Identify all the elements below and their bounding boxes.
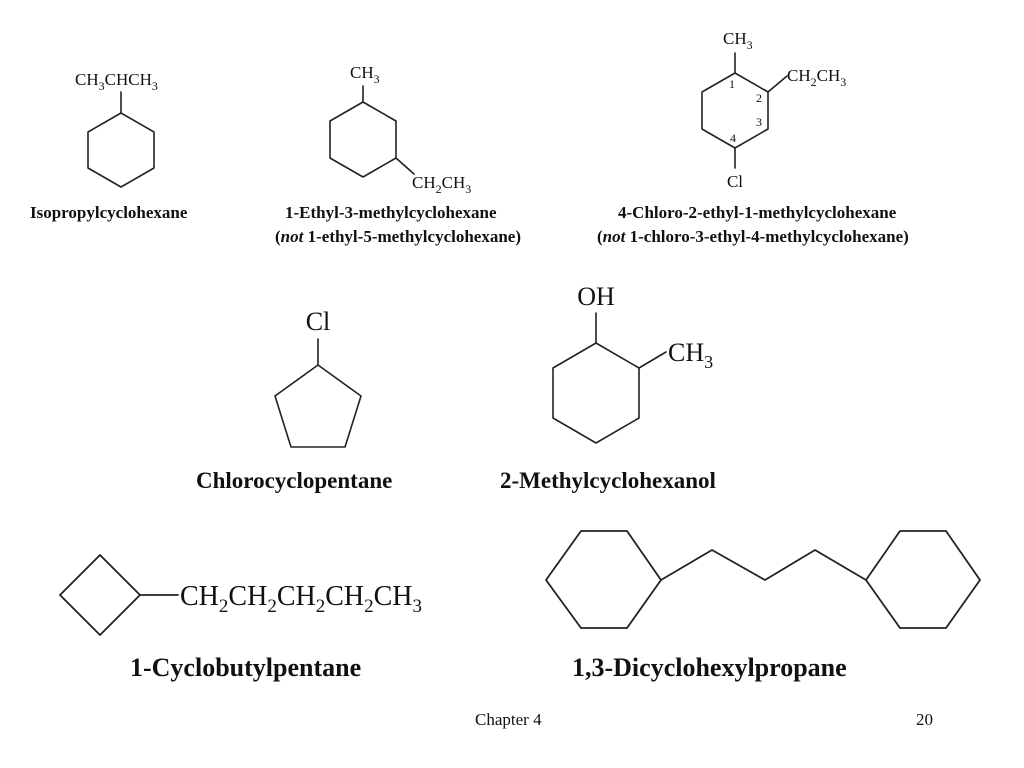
methyl-substituent-label: CH3 [350,63,380,86]
cyclopentane-ring [274,364,362,448]
molecule-name: Chlorocyclopentane [196,468,392,493]
cyclohexane-ring-right [865,530,981,629]
chloro-substituent-label: Cl [306,307,331,336]
ethyl-substituent-label: CH2CH3 [412,173,471,196]
locant-3: 3 [756,115,762,129]
molecule-note: (not 1-ethyl-5-methylcyclohexane) [275,227,521,246]
ethyl-substituent-label: CH2CH3 [787,66,846,89]
molecule-name: 1,3-Dicyclohexylpropane [572,653,847,682]
footer-chapter: Chapter 4 [475,710,542,729]
pentyl-chain-label: CH2CH2CH2CH2CH3 [180,581,422,617]
locant-2: 2 [756,91,762,105]
molecule-isopropylcyclohexane: CH3CHCH3 Isopropylcyclohexane [30,70,188,222]
molecule-name: 4-Chloro-2-ethyl-1-methylcyclohexane [618,203,897,222]
molecule-name: 2-Methylcyclohexanol [500,468,716,493]
chloro-substituent-label: Cl [727,172,743,191]
cyclohexane-ring-left [545,530,662,629]
molecule-2-methylcyclohexanol: OH CH3 2-Methylcyclohexanol [500,282,716,493]
molecule-chlorocyclopentane: Cl Chlorocyclopentane [196,307,392,493]
molecule-name: Isopropylcyclohexane [30,203,188,222]
molecule-1-ethyl-3-methylcyclohexane: CH3 CH2CH3 1-Ethyl-3-methylcyclohexane (… [275,63,521,246]
hydroxyl-substituent-label: OH [577,282,615,311]
locant-1: 1 [729,77,735,91]
methyl-substituent-label: CH3 [668,338,713,372]
methyl-bond [638,351,667,369]
footer-page-number: 20 [916,710,933,729]
cyclohexane-ring [329,101,397,178]
molecule-note: (not 1-chloro-3-ethyl-4-methylcyclohexan… [597,227,909,246]
methyl-substituent-label: CH3 [723,29,753,52]
locant-4: 4 [730,131,736,145]
cyclohexane-ring [552,342,640,444]
molecule-1-cyclobutylpentane: CH2CH2CH2CH2CH3 1-Cyclobutylpentane [59,554,422,682]
molecule-name: 1-Cyclobutylpentane [130,653,361,682]
ethyl-bond [395,157,415,175]
propane-chain [660,549,867,581]
molecule-4-chloro-2-ethyl-1-methylcyclohexane: CH3 CH2CH3 Cl 1 2 3 4 4-Chloro-2-ethyl-1… [597,29,909,246]
cyclohexane-ring [87,112,155,188]
ethyl-bond [767,75,788,93]
molecule-1-3-dicyclohexylpropane: 1,3-Dicyclohexylpropane [545,530,981,682]
cyclobutane-ring [59,554,141,636]
molecule-name: 1-Ethyl-3-methylcyclohexane [285,203,497,222]
isopropyl-substituent-label: CH3CHCH3 [75,70,158,93]
